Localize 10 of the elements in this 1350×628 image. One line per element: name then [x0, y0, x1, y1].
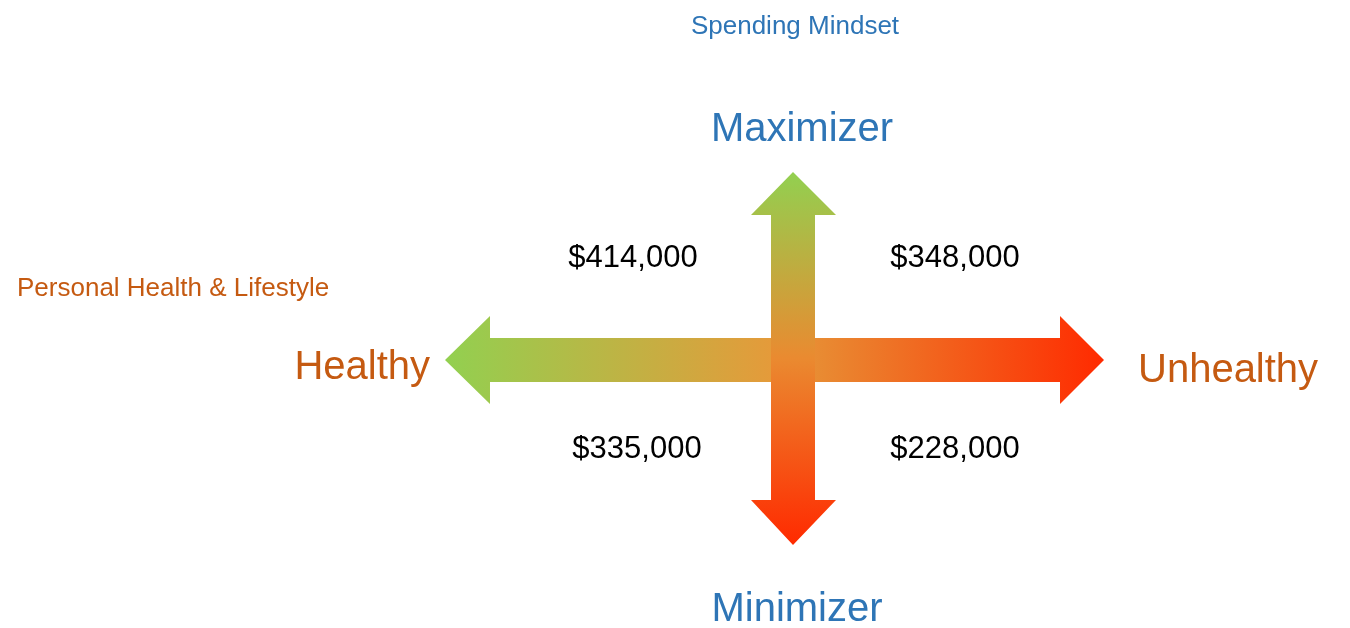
axis-title: Personal Health & Lifestyle — [17, 274, 330, 300]
axis-label: Minimizer — [711, 587, 883, 627]
axis-label: Unhealthy — [1138, 348, 1319, 388]
axis-title: Spending Mindset — [690, 12, 900, 38]
quadrant-value: $414,000 — [568, 240, 698, 272]
axis-label: Maximizer — [710, 107, 894, 147]
quadrant-value: $335,000 — [572, 431, 702, 463]
quadrant-value: $348,000 — [890, 240, 1020, 272]
axis-label: Healthy — [294, 345, 430, 385]
quadrant-value: $228,000 — [890, 431, 1020, 463]
